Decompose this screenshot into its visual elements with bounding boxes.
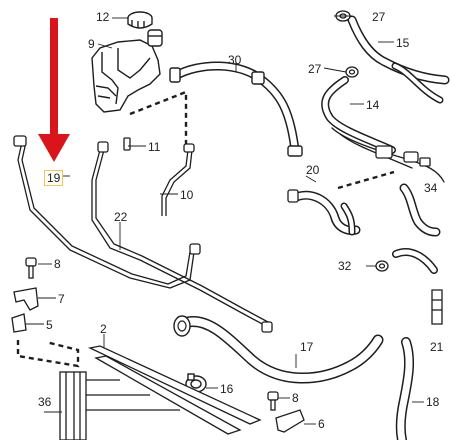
clamp-27b [345,66,359,78]
hose-20 [287,189,361,236]
callout-36: 36 [38,395,52,409]
hose-34 [399,183,441,237]
bracket-21 [431,289,443,325]
callout-34: 34 [424,181,438,195]
callout-11: 11 [148,140,161,154]
callout-20: 20 [306,163,320,177]
hose-near-32 [392,248,438,274]
bolt-8a [25,257,37,279]
bolt-8b [267,391,279,411]
mount-5 [11,313,27,333]
callout-16: 16 [220,382,234,396]
dashed-bracket-upper [129,90,188,150]
connector-block [375,145,431,167]
callout-27a: 27 [372,10,386,24]
callout-8b: 8 [292,391,299,405]
hose-15 [347,15,450,104]
clamp-32 [375,260,389,272]
expansion-tank [91,29,163,113]
bracket-7 [13,287,39,311]
leader-lines [26,15,424,425]
fitting-11 [123,137,131,151]
callout-9: 9 [88,37,95,51]
callout-14: 14 [366,98,380,112]
callout-15: 15 [396,36,410,50]
callout-30: 30 [228,53,242,67]
mount-6 [275,409,305,433]
callout-10: 10 [180,188,194,202]
callout-19-highlighted: 19 [44,170,64,186]
hose-17 [173,315,384,384]
tank-cap [127,11,153,29]
callout-17: 17 [300,340,314,354]
hose-14 [321,76,445,183]
callout-21: 21 [430,340,444,354]
callout-2: 2 [100,322,107,336]
radiator [59,345,262,440]
callout-22: 22 [114,210,128,224]
dashed-bracket-mid [337,170,395,190]
callout-8a: 8 [54,257,61,271]
dashed-bracket-lower [16,340,80,368]
callout-32: 32 [338,259,352,273]
callout-6: 6 [318,417,325,431]
hose-30 [169,61,303,157]
callout-27b: 27 [308,62,322,76]
callout-5: 5 [46,318,53,332]
pipe-10 [161,143,195,216]
callout-18: 18 [426,395,440,409]
callout-12: 12 [96,10,110,24]
red-arrow [38,18,70,162]
hose-18 [395,337,415,440]
callout-7: 7 [58,292,65,306]
pipe-22 [13,135,273,333]
